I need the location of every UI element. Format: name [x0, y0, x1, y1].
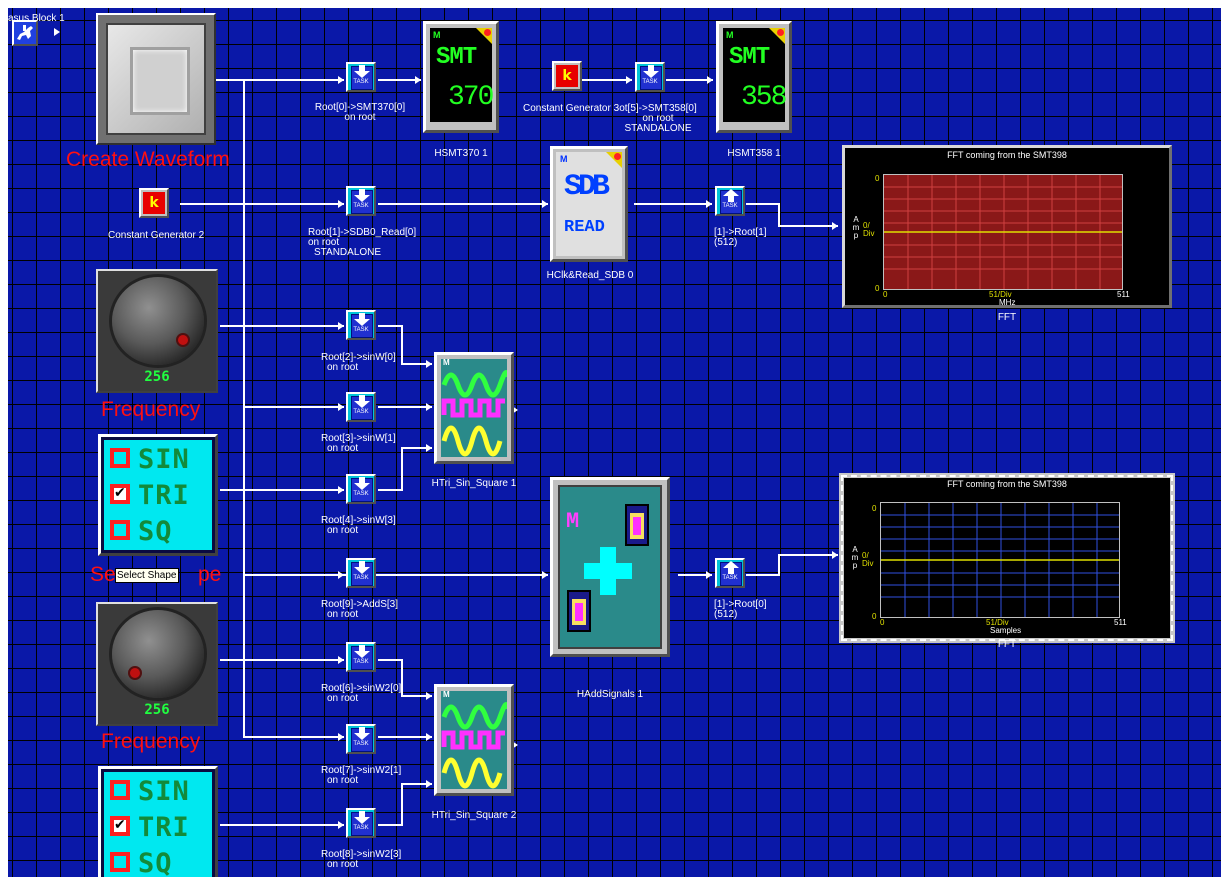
tri-sin-square-label: HTri_Sin_Square 2	[431, 810, 517, 821]
arrow-down-icon	[354, 645, 370, 658]
task-block[interactable]: TASK	[346, 474, 376, 504]
task-block[interactable]: TASK	[346, 724, 376, 754]
frequency-knob[interactable]: 256	[96, 602, 218, 726]
tooltip: Select Shape	[115, 568, 179, 583]
task-label: Root[3]->sinW[1]on root	[321, 433, 396, 454]
tri-sin-square-block[interactable]: M	[434, 352, 514, 464]
smt370-label: HSMT370 1	[434, 148, 488, 159]
arrow-down-icon	[354, 727, 370, 740]
task-label: [1]->Root[0](512)	[714, 599, 767, 620]
connection-wires	[54, 28, 838, 829]
add-signals-block[interactable]: M	[550, 477, 670, 657]
task-block[interactable]: TASK	[346, 310, 376, 340]
checkmark-icon	[110, 816, 130, 836]
task-block[interactable]: TASK	[346, 186, 376, 216]
smt358-label: HSMT358 1	[727, 148, 781, 159]
task-block[interactable]: TASK	[346, 392, 376, 422]
fft-scope-label: FFT	[997, 312, 1017, 323]
frequency-label: Frequency	[101, 730, 201, 753]
add-icon: M	[566, 504, 649, 632]
add-signals-label: HAddSignals 1	[576, 689, 644, 700]
task-label: Root[4]->sinW[3]on root	[321, 515, 396, 536]
task-block[interactable]: TASK	[715, 186, 745, 216]
constant-generator-2-label: Constant Generator 2	[108, 230, 205, 241]
task-block[interactable]: TASK	[346, 642, 376, 672]
task-label: Root[7]->sinW2[1]on root	[321, 765, 402, 786]
arrow-up-icon	[723, 561, 739, 574]
create-waveform-label: Create Waveform	[66, 148, 230, 171]
svg-text:M: M	[566, 509, 579, 534]
tri-sin-square-block[interactable]: M	[434, 684, 514, 796]
masus-block-label: asus Block 1	[8, 13, 65, 24]
constant-generator-2[interactable]: k	[139, 188, 169, 218]
shape-label-end: pe	[198, 563, 222, 586]
task-block[interactable]: TASK	[346, 558, 376, 588]
arrow-down-icon	[354, 477, 370, 490]
constant-generator-3[interactable]: k	[552, 61, 582, 91]
masus-block[interactable]	[12, 20, 38, 46]
arrow-down-icon	[354, 189, 370, 202]
task-label: [1]->Root[1](512)	[714, 227, 767, 248]
task-block[interactable]: TASK	[346, 808, 376, 838]
shape-label-start: Se	[90, 563, 116, 586]
arrow-down-icon	[354, 561, 370, 574]
tri-sin-square-label: HTri_Sin_Square 1	[431, 478, 517, 489]
fft-grid	[881, 503, 1119, 617]
arrow-up-icon	[723, 189, 739, 202]
fft-scope-label: FFT	[997, 639, 1017, 650]
checkmark-icon	[110, 484, 130, 504]
task-block[interactable]: TASK	[635, 62, 665, 92]
task-label: Root[0]->SMT370[0]on root	[314, 102, 406, 123]
diagram-canvas[interactable]: asus Block 1 Create Waveform k Constant …	[8, 8, 1221, 877]
arrow-down-icon	[354, 313, 370, 326]
fft-grid	[884, 175, 1122, 289]
shape-selector[interactable]: SIN TRI SQ	[98, 434, 218, 556]
arrow-down-icon	[643, 65, 659, 78]
sdb-read-label: HClk&Read_SDB 0	[546, 270, 634, 281]
fft-plot-area	[880, 502, 1120, 618]
waveform-icon	[441, 370, 507, 457]
arrow-down-icon	[354, 395, 370, 408]
task-label: Root[8]->sinW2[3]on root	[321, 849, 402, 870]
smt370-block[interactable]: M SMT 370	[423, 21, 499, 133]
sdb-read-block[interactable]: M SDB READ	[550, 146, 628, 262]
task-label: Root[2]->sinW[0]on root	[321, 352, 396, 373]
waveform-icon	[441, 702, 507, 789]
frequency-knob[interactable]: 256	[96, 269, 218, 393]
shape-selector[interactable]: SIN TRI SQ	[98, 766, 218, 877]
task-label: Root[9]->AddS[3]on root	[321, 599, 398, 620]
arrow-down-icon	[354, 65, 370, 78]
horse-rider-icon	[17, 25, 33, 40]
task-block[interactable]: TASK	[346, 62, 376, 92]
task-block[interactable]: TASK	[715, 558, 745, 588]
constant-generator-3-label: Constant Generator 3	[523, 103, 620, 114]
frequency-label: Frequency	[101, 398, 201, 421]
create-waveform-button[interactable]	[96, 13, 216, 145]
fft-plot-area	[883, 174, 1123, 290]
smt358-block[interactable]: M SMT 358	[716, 21, 792, 133]
arrow-down-icon	[354, 811, 370, 824]
task-label: Root[6]->sinW2[0]on root	[321, 683, 402, 704]
